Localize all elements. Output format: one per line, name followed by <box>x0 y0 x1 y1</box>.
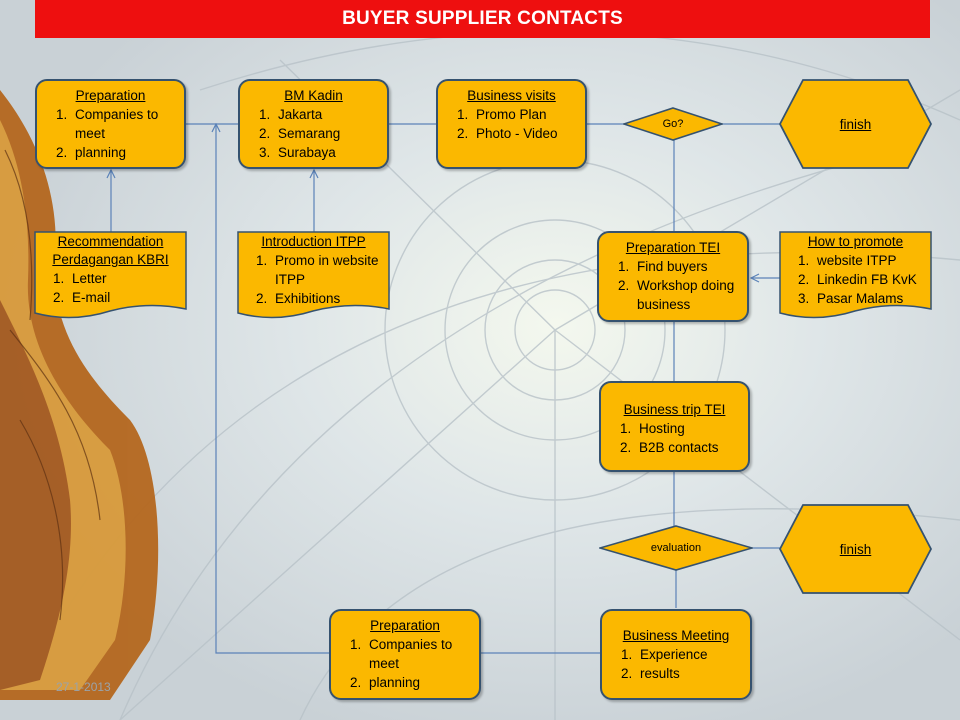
list-item: Jakarta <box>274 105 377 124</box>
box-title: Preparation <box>370 618 440 633</box>
list-item: planning <box>71 143 174 162</box>
how-to-promote-doc-shape <box>779 231 932 319</box>
finish-top-hexagon <box>779 79 932 169</box>
list-item: results <box>636 664 740 683</box>
page-title: BUYER SUPPLIER CONTACTS <box>35 0 930 38</box>
list-item: Pasar Malams <box>813 289 922 308</box>
list-item: Linkedin FB KvK <box>813 270 922 289</box>
box-title: Preparation TEI <box>625 240 721 255</box>
recommendation-doc-shape <box>34 231 187 319</box>
business-visits-box: Business visits Promo Plan Photo - Video <box>436 79 587 169</box>
business-meeting-box: Business Meeting Experience results <box>600 609 752 700</box>
slide-date: 27-1-2013 <box>56 680 111 694</box>
introduction-doc-shape <box>237 231 390 319</box>
preparation-bottom-box: Preparation Companies to meet planning <box>329 609 481 700</box>
box-title: Business Meeting <box>622 628 730 643</box>
list-item: B2B contacts <box>635 438 738 457</box>
box-title: Recommendation Perdagangan KBRI <box>52 234 169 267</box>
preparation-top-box: Preparation Companies to meet planning <box>35 79 186 169</box>
list-item: planning <box>365 673 469 692</box>
list-item: Experience <box>636 645 740 664</box>
finish-bottom-label: finish <box>839 541 872 557</box>
box-title: Introduction ITPP <box>261 234 366 249</box>
preparation-tei-box: Preparation TEI Find buyers Workshop doi… <box>597 231 749 322</box>
go-decision-diamond <box>623 107 723 141</box>
box-title: How to promote <box>807 234 904 249</box>
go-decision-label: Go? <box>662 118 684 130</box>
finish-top-label: finish <box>839 116 872 132</box>
list-item: Letter <box>68 269 177 288</box>
list-item: Photo - Video <box>472 124 575 143</box>
how-to-promote-box: How to promote website ITPP Linkedin FB … <box>779 231 932 315</box>
box-title: Business trip TEI <box>623 402 726 417</box>
evaluation-decision-diamond <box>599 525 753 571</box>
list-item: website ITPP <box>813 251 922 270</box>
bm-kadin-box: BM Kadin Jakarta Semarang Surabaya <box>238 79 389 169</box>
recommendation-box: Recommendation Perdagangan KBRI Letter E… <box>34 231 187 315</box>
list-item: Exhibitions <box>271 289 380 308</box>
list-item: E-mail <box>68 288 177 307</box>
box-title: Preparation <box>75 88 146 103</box>
evaluation-decision-label: evaluation <box>650 542 702 554</box>
list-item: Semarang <box>274 124 377 143</box>
list-item: Promo in website ITPP <box>271 251 380 289</box>
business-trip-tei-box: Business trip TEI Hosting B2B contacts <box>599 381 750 472</box>
list-item: Companies to meet <box>71 105 174 143</box>
list-item: Find buyers <box>633 257 737 276</box>
box-title: Business visits <box>467 88 556 103</box>
list-item: Hosting <box>635 419 738 438</box>
list-item: Surabaya <box>274 143 377 162</box>
list-item: Promo Plan <box>472 105 575 124</box>
list-item: Companies to meet <box>365 635 469 673</box>
introduction-box: Introduction ITPP Promo in website ITPP … <box>237 231 390 315</box>
box-title: BM Kadin <box>284 88 343 103</box>
finish-bottom-hexagon <box>779 504 932 594</box>
list-item: Workshop doing business <box>633 276 737 314</box>
